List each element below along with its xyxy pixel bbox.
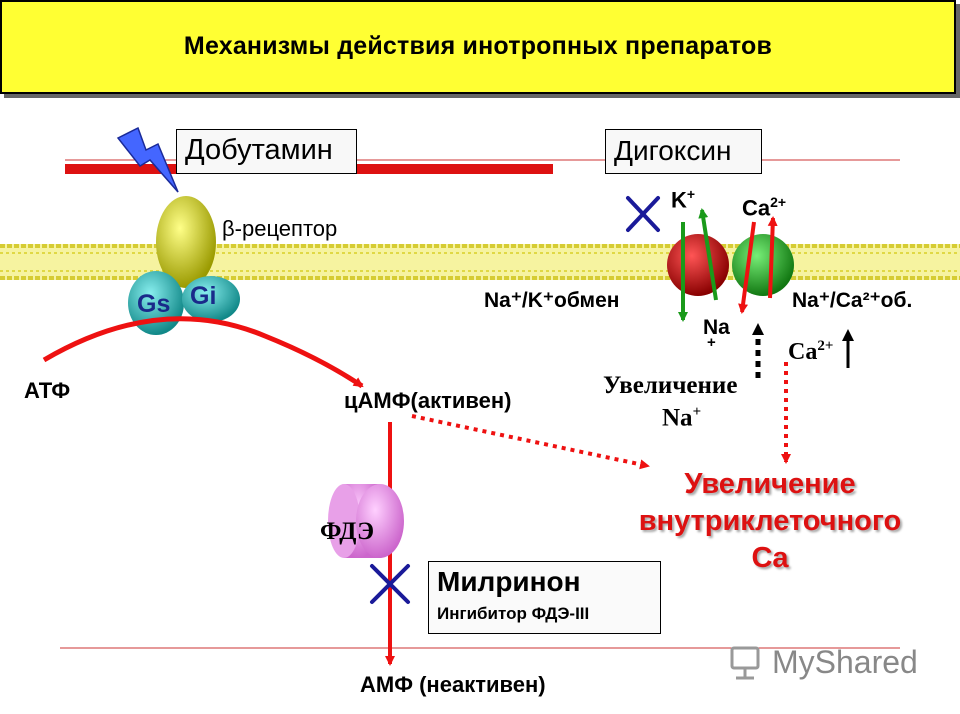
na-increase-label: Увеличение [603,372,738,399]
camp-to-result-arrow [411,414,650,470]
na-ca-exchange-label: Na⁺/Ca²⁺об. [792,289,913,312]
gs-label: Gs [137,290,171,318]
na-ion-sup: + [707,334,716,351]
na-ion-label: Na [703,316,730,339]
milrinone-sub-label: Ингибитор ФДЭ-III [437,604,590,623]
milrinone-inhibit-cross-icon [370,564,410,604]
ca2-label: Ca2+ [788,338,834,365]
milrinone-label: Милринон [437,566,581,597]
gi-protein-shape [182,276,240,322]
atp-label: АТФ [24,378,71,403]
camp-label: цАМФ(активен) [344,388,512,413]
brand-logo-icon [730,646,760,680]
result-line-1: Увеличение [684,468,856,500]
dobutamine-label: Добутамин [185,134,333,166]
title-bar: Механизмы действия инотропных препаратов [0,0,956,94]
result-block: Увеличение внутриклеточного Ca [600,466,940,577]
na-increase-ion-label: Na+ [662,404,702,432]
brand-text[interactable]: MyShared [772,644,918,680]
ca-ion-label: Ca2+ [742,194,787,221]
na-k-pump-shape [667,234,729,296]
digoxin-box: Дигоксин [605,129,762,174]
result-line-2: внутриклеточного [638,505,902,537]
digoxin-inhibit-cross-icon [626,196,660,232]
pde-enzyme-shape [328,484,404,558]
ca-arrow-up [767,216,778,299]
ca-arrow-down [738,221,756,314]
beta-receptor-shape [156,196,216,288]
amp-label: АМФ (неактивен) [360,672,546,697]
milrinone-box: Милринон Ингибитор ФДЭ-III [428,561,661,634]
na-ca-exchanger-shape [732,234,794,296]
digoxin-label: Дигоксин [614,135,732,166]
dobutamine-box: Добутамин [176,129,357,174]
result-line-3: Ca [751,542,789,574]
pde-label: ФДЭ [320,518,375,545]
lightning-icon [116,126,179,193]
k-ion-label: K+ [671,186,696,213]
na-k-exchange-label: Na⁺/K⁺обмен [484,289,620,312]
beta-receptor-label: β-рецептор [222,216,338,241]
atp-to-camp-arrow [42,316,364,389]
gi-label: Gi [190,282,217,310]
page-title: Механизмы действия инотропных препаратов [183,32,773,60]
na-arrow-up [698,208,718,301]
